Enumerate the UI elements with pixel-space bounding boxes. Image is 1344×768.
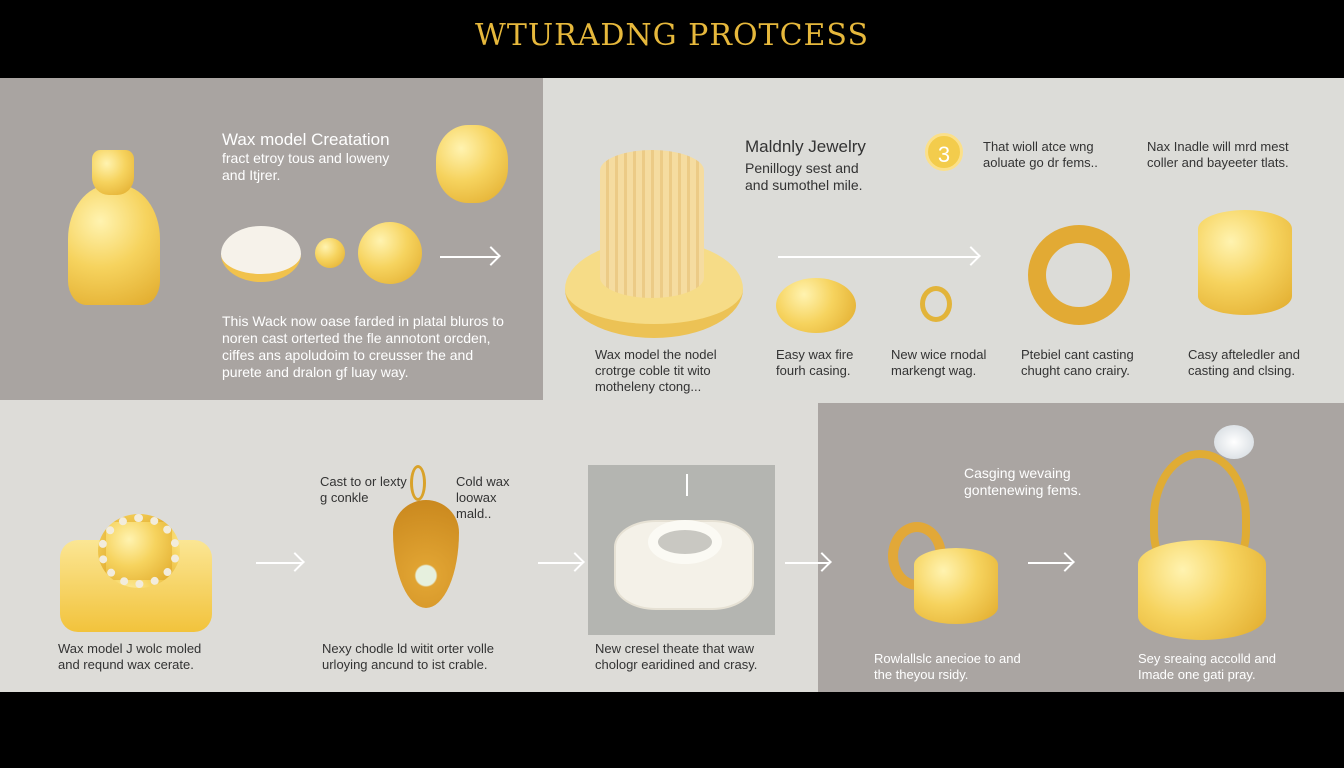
arrow-right-icon — [778, 256, 978, 258]
casting-label: Casging wevaing gontenewing fems. — [964, 465, 1082, 498]
step1-subtitle: fract etroy tous and loweny and Itjrer. — [222, 150, 390, 183]
step2-heading: Maldnly Jewelry — [745, 137, 866, 156]
arrow-right-icon — [256, 562, 302, 564]
white-ring-figure — [648, 520, 722, 564]
wax-pot-figure — [436, 125, 508, 203]
wax-tree-figure — [68, 185, 160, 305]
bottom-caption-5: Sey sreaing accolld and Imade one gati p… — [1138, 651, 1277, 682]
wax-cylinder-figure — [600, 150, 704, 298]
arrow-right-icon — [538, 562, 582, 564]
wax-ring-dish-figure — [776, 278, 856, 333]
pendant-label-right: Cold wax loowax mald.. — [456, 474, 510, 521]
caption-top-4: Ptebiel cant casting chught cano crairy. — [1021, 347, 1134, 378]
step1-heading: Wax model Creatation — [222, 130, 390, 149]
caption-top-5: Casy afteledler and casting and clsing. — [1188, 347, 1301, 378]
step2-badge-text: That wioll atce wng aoluate go dr fems.. — [983, 139, 1098, 170]
gold-band-figure — [914, 548, 998, 624]
arrow-down-icon — [686, 474, 688, 496]
step1-body: This Wack now oase farded in platal blur… — [222, 313, 504, 380]
step2-right-text: Nax Inadle will mrd mest coller and baye… — [1147, 139, 1289, 170]
bottom-caption-1: Wax model J wolc moled and reqund wax ce… — [58, 641, 202, 672]
gold-cylinder-figure — [1198, 210, 1292, 315]
twisted-ring-figure — [1150, 450, 1250, 585]
arrow-right-icon — [785, 562, 829, 564]
diamond-icon — [1214, 425, 1254, 459]
caption-top-2: Easy wax fire fourh casing. — [776, 347, 854, 378]
wax-mold-figure — [358, 222, 422, 284]
pendant-label-left: Cast to or lexty g conkle — [320, 474, 407, 505]
caption-top-3: New wice rnodal markengt wag. — [891, 347, 987, 378]
step2-subtitle: Penillogy sest and and sumothel mile. — [745, 160, 863, 193]
gold-ring-figure — [1028, 225, 1130, 325]
pendant-loop-figure — [410, 465, 426, 501]
step-number-badge: 3 — [925, 133, 963, 171]
large-gold-band-figure — [1138, 540, 1266, 640]
arrow-right-icon — [1028, 562, 1072, 564]
bottom-caption-3: New cresel theate that waw chologr earid… — [595, 641, 758, 672]
flower-brooch-figure — [98, 514, 180, 588]
page-title: WTURADNG PROTCESS — [475, 18, 869, 53]
bottom-caption-4: Rowlallslc anecioe to and the theyou rsi… — [874, 651, 1021, 682]
bottom-caption-2: Nexy chodle ld witit orter volle urloyin… — [322, 641, 494, 672]
wax-crown-figure — [92, 150, 134, 195]
caption-top-1: Wax model the nodel crotrge coble tit wi… — [595, 347, 717, 394]
wax-disc-figure — [221, 226, 301, 282]
wax-flower-figure — [315, 238, 345, 268]
arrow-right-icon — [440, 256, 498, 258]
small-ring-figure — [920, 286, 952, 322]
